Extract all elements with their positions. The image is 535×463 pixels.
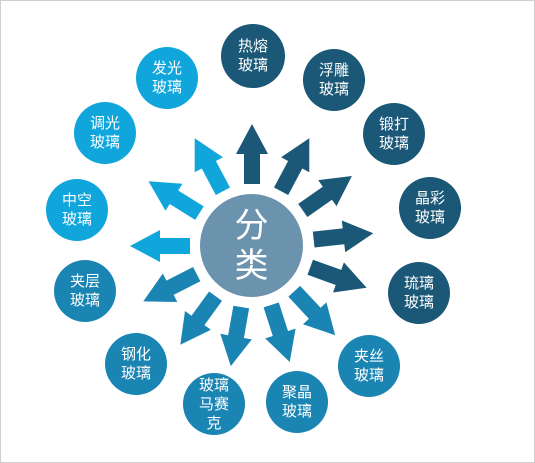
category-label: 玻璃 马赛 克 bbox=[198, 375, 229, 432]
category-node-embossed: 浮雕 玻璃 bbox=[303, 49, 365, 111]
arrow-to-crystal-color bbox=[312, 220, 374, 253]
category-label: 钢化 玻璃 bbox=[120, 345, 151, 382]
category-label: 浮雕 玻璃 bbox=[318, 61, 349, 98]
category-label: 调光 玻璃 bbox=[89, 114, 120, 151]
category-label: 热熔 玻璃 bbox=[237, 37, 268, 74]
center-node: 分 类 bbox=[200, 194, 303, 297]
arrow-to-tempered bbox=[180, 291, 222, 345]
category-node-wire: 夹丝 玻璃 bbox=[338, 335, 400, 397]
arrow-to-hollow bbox=[130, 230, 190, 262]
arrow-to-mosaic bbox=[220, 305, 252, 367]
arrow-to-wire bbox=[288, 285, 336, 336]
category-node-forged: 锻打 玻璃 bbox=[363, 103, 425, 165]
category-label: 中空 玻璃 bbox=[61, 191, 92, 228]
arrow-to-forged bbox=[298, 176, 352, 217]
arrow-to-glazed bbox=[307, 259, 367, 293]
arrow-to-embossed bbox=[274, 138, 310, 195]
arrow-to-dimming bbox=[148, 181, 204, 220]
category-node-dimming: 调光 玻璃 bbox=[74, 102, 136, 164]
arrow-to-laminated bbox=[143, 267, 201, 302]
category-label: 夹层 玻璃 bbox=[69, 272, 100, 309]
category-node-tempered: 钢化 玻璃 bbox=[105, 333, 167, 395]
category-node-luminous: 发光 玻璃 bbox=[136, 47, 198, 109]
category-label: 琉璃 玻璃 bbox=[403, 274, 434, 311]
category-node-crystal: 聚晶 玻璃 bbox=[266, 371, 328, 433]
category-node-glazed: 琉璃 玻璃 bbox=[388, 262, 450, 324]
category-node-mosaic: 玻璃 马赛 克 bbox=[183, 373, 245, 435]
arrow-to-crystal bbox=[263, 302, 296, 362]
category-label: 锻打 玻璃 bbox=[378, 115, 409, 152]
center-label: 分 类 bbox=[234, 205, 269, 286]
category-label: 夹丝 玻璃 bbox=[353, 347, 384, 384]
category-label: 聚晶 玻璃 bbox=[281, 383, 312, 420]
arrow-to-hot-melt bbox=[236, 124, 268, 184]
category-node-laminated: 夹层 玻璃 bbox=[54, 260, 116, 322]
category-node-hot-melt: 热熔 玻璃 bbox=[221, 24, 285, 88]
category-label: 发光 玻璃 bbox=[151, 59, 182, 96]
category-label: 晶彩 玻璃 bbox=[414, 189, 445, 226]
category-node-crystal-color: 晶彩 玻璃 bbox=[399, 177, 461, 239]
arrow-to-luminous bbox=[194, 138, 230, 195]
category-node-hollow: 中空 玻璃 bbox=[46, 179, 108, 241]
